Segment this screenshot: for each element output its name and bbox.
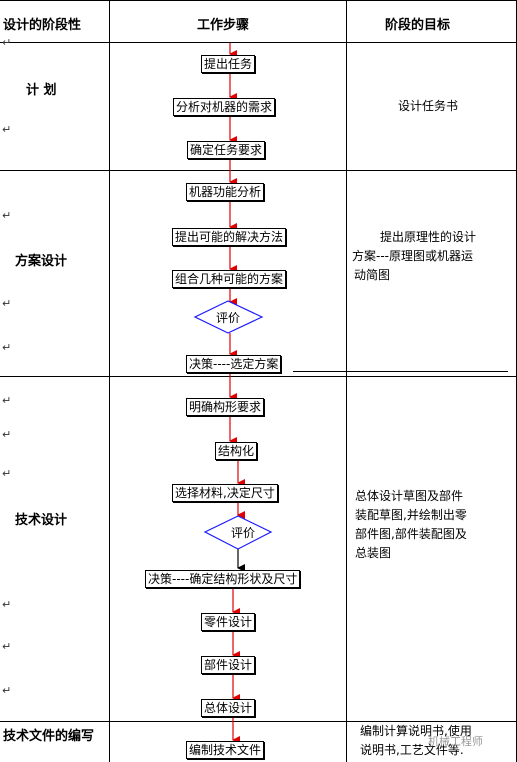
header-steps: 工作步骤 — [197, 18, 250, 33]
step-analyze-needs: 分析对机器的需求 — [173, 98, 276, 116]
decision-evaluate-2: 评价 — [231, 526, 256, 540]
decision-diamond-2 — [203, 515, 273, 550]
paragraph-mark: ↵ — [2, 123, 12, 136]
header-goal: 阶段的目标 — [385, 18, 451, 33]
goal-line: 部件图,部件装配图及 — [355, 527, 467, 541]
goal-technical-documents: 编制计算说明书,使用 说明书,工艺文件等. — [360, 722, 472, 760]
step-component-design: 部件设计 — [201, 656, 256, 674]
stage-technical-documents: 技术文件的编写 — [3, 729, 95, 744]
goal-line: 动简图 — [354, 268, 391, 282]
step-define-form: 明确构形要求 — [186, 398, 265, 416]
paragraph-mark: ↵ — [2, 467, 12, 480]
step-part-design: 零件设计 — [201, 613, 256, 631]
goal-line: 提出原理性的设计 — [380, 230, 477, 244]
goal-line: 总体设计草图及部件 — [355, 489, 464, 503]
step-overall-design: 总体设计 — [201, 699, 256, 717]
goal-line: 总装图 — [355, 546, 392, 560]
stage-plan: 计 划 — [26, 83, 57, 98]
header-stage: 设计的阶段性 — [3, 18, 82, 33]
step-select-scheme: 决策----选定方案 — [186, 355, 282, 373]
goal-plan: 设计任务书 — [398, 99, 459, 113]
step-function-analysis: 机器功能分析 — [186, 183, 265, 201]
step-propose-task: 提出任务 — [201, 55, 256, 73]
goal-line: 装配草图,并绘制出零 — [355, 508, 467, 522]
goal-line: 方案---原理图或机器运 — [352, 249, 473, 263]
decision-diamond-1 — [193, 300, 264, 334]
paragraph-mark: ↵ — [2, 36, 12, 49]
step-propose-solutions: 提出可能的解决方法 — [172, 228, 287, 246]
step-determine-structure: 决策----确定结构形状及尺寸 — [145, 570, 301, 588]
goal-technical-design: 总体设计草图及部件 装配草图,并绘制出零 部件图,部件装配图及 总装图 — [355, 487, 467, 563]
step-select-materials: 选择材料,决定尺寸 — [172, 484, 278, 502]
paragraph-mark: ↵ — [2, 598, 12, 611]
paragraph-mark: ↵ — [2, 209, 12, 222]
paragraph-mark: ↵ — [2, 394, 12, 407]
goal-line: 编制计算说明书,使用 — [360, 724, 472, 738]
step-structuring: 结构化 — [215, 442, 258, 460]
stage-scheme-design: 方案设计 — [15, 254, 68, 269]
goal-line: 说明书,工艺文件等. — [360, 743, 464, 757]
decision-evaluate-1: 评价 — [216, 311, 241, 325]
paragraph-mark: ↵ — [2, 640, 12, 653]
step-define-requirements: 确定任务要求 — [187, 141, 266, 159]
paragraph-mark: ↵ — [2, 341, 12, 354]
paragraph-mark: ↵ — [2, 297, 12, 310]
paragraph-mark: ↵ — [2, 684, 12, 697]
goal-scheme-design: 提出原理性的设计 方案---原理图或机器运 动简图 — [352, 228, 476, 285]
watermark-text: 机械工程师 — [428, 735, 483, 748]
step-combine-schemes: 组合几种可能的方案 — [172, 270, 287, 288]
stage-technical-design: 技术设计 — [15, 513, 68, 528]
paragraph-mark: ↵ — [2, 428, 12, 441]
step-compile-documents: 编制技术文件 — [186, 741, 265, 759]
